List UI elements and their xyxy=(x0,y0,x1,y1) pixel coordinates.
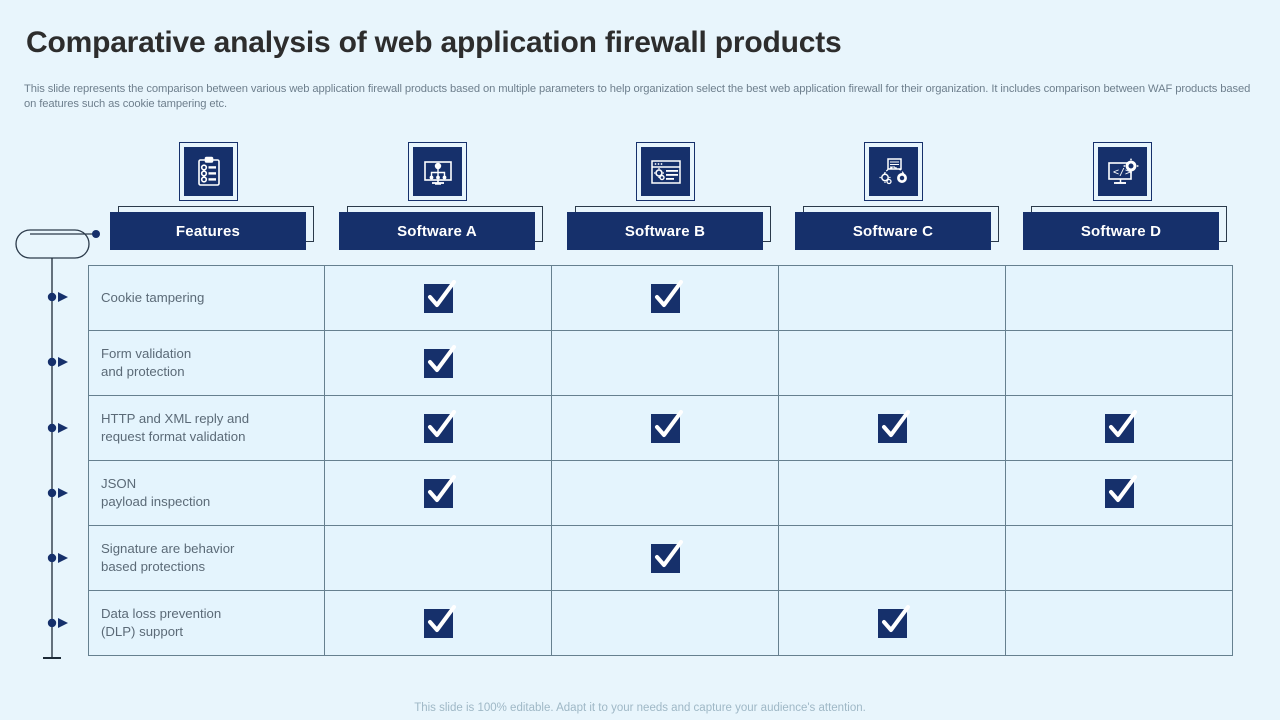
cell-software-b[interactable] xyxy=(551,395,779,461)
feature-label-line2: (DLP) support xyxy=(101,624,184,639)
row-bullet-3 xyxy=(47,423,68,433)
feature-label-line1: JSON xyxy=(101,476,137,491)
row-connector-graphic xyxy=(15,229,100,659)
cell-software-d[interactable] xyxy=(1005,525,1233,591)
checkmark-icon[interactable] xyxy=(1104,474,1137,508)
header-label-software-b[interactable]: Software B xyxy=(567,212,763,250)
monitor-network-diagram-icon xyxy=(413,147,462,196)
feature-cell: JSON payload inspection xyxy=(88,460,325,526)
row-bullet-2 xyxy=(47,357,68,367)
cell-software-b[interactable] xyxy=(551,460,779,526)
cell-software-b[interactable] xyxy=(551,590,779,656)
checkmark-icon[interactable] xyxy=(1104,409,1137,443)
cell-software-a[interactable] xyxy=(324,265,552,331)
slide-footer-note: This slide is 100% editable. Adapt it to… xyxy=(414,702,866,714)
checkmark-icon[interactable] xyxy=(423,344,456,378)
header-label-features[interactable]: Features xyxy=(110,212,306,250)
table-row: JSON payload inspection xyxy=(88,460,1233,526)
feature-label-line2: based protections xyxy=(101,559,206,574)
cell-software-c[interactable] xyxy=(778,590,1006,656)
cell-software-c[interactable] xyxy=(778,330,1006,396)
feature-label-line1: Cookie tampering xyxy=(101,290,205,305)
comparison-table: Cookie tampering Form validation and pro… xyxy=(88,265,1233,656)
cell-software-a[interactable] xyxy=(324,395,552,461)
feature-cell: Cookie tampering xyxy=(88,265,325,331)
feature-label-line1: Signature are behavior xyxy=(101,541,235,556)
checkmark-icon[interactable] xyxy=(423,409,456,443)
icon-tile-row: </> xyxy=(0,142,1280,204)
header-label-software-a[interactable]: Software A xyxy=(339,212,535,250)
feature-label-line1: Form validation xyxy=(101,346,192,361)
cell-software-d[interactable] xyxy=(1005,265,1233,331)
feature-label-line2: and protection xyxy=(101,364,185,379)
header-label-software-d[interactable]: Software D xyxy=(1023,212,1219,250)
checkmark-icon[interactable] xyxy=(650,409,683,443)
cell-software-a[interactable] xyxy=(324,330,552,396)
cell-software-d[interactable] xyxy=(1005,395,1233,461)
comparison-table-body: Cookie tampering Form validation and pro… xyxy=(88,265,1233,656)
page-subtitle: This slide represents the comparison bet… xyxy=(24,83,1251,110)
cell-software-c[interactable] xyxy=(778,525,1006,591)
checkmark-icon[interactable] xyxy=(877,409,910,443)
monitor-code-gear-icon: </> xyxy=(1098,147,1147,196)
clipboard-checklist-icon xyxy=(184,147,233,196)
cell-software-b[interactable] xyxy=(551,330,779,396)
icon-tile-software-c xyxy=(864,142,923,201)
feature-label-line2: request format validation xyxy=(101,429,246,444)
page-title: Comparative analysis of web application … xyxy=(26,26,842,59)
checkmark-icon[interactable] xyxy=(650,539,683,573)
cell-software-a[interactable] xyxy=(324,590,552,656)
cell-software-a[interactable] xyxy=(324,525,552,591)
checkmark-icon[interactable] xyxy=(650,279,683,313)
cell-software-b[interactable] xyxy=(551,525,779,591)
browser-window-gears-icon xyxy=(641,147,690,196)
checkmark-icon[interactable] xyxy=(877,604,910,638)
cell-software-c[interactable] xyxy=(778,395,1006,461)
row-bullet-6 xyxy=(47,618,68,628)
cell-software-d[interactable] xyxy=(1005,330,1233,396)
row-bullet-1 xyxy=(47,292,68,302)
cell-software-d[interactable] xyxy=(1005,460,1233,526)
icon-tile-software-a xyxy=(408,142,467,201)
svg-text:</>: </> xyxy=(1113,167,1131,178)
feature-label-line2: payload inspection xyxy=(101,494,211,509)
header-label-software-c[interactable]: Software C xyxy=(795,212,991,250)
cell-software-a[interactable] xyxy=(324,460,552,526)
table-row: Signature are behavior based protections xyxy=(88,525,1233,591)
table-row: HTTP and XML reply and request format va… xyxy=(88,395,1233,461)
icon-tile-software-b xyxy=(636,142,695,201)
feature-cell: Data loss prevention (DLP) support xyxy=(88,590,325,656)
table-row: Form validation and protection xyxy=(88,330,1233,396)
feature-cell: Signature are behavior based protections xyxy=(88,525,325,591)
row-bullet-5 xyxy=(47,553,68,563)
feature-cell: Form validation and protection xyxy=(88,330,325,396)
feature-label-line1: HTTP and XML reply and xyxy=(101,411,250,426)
gears-document-cycle-icon xyxy=(869,147,918,196)
feature-label-line1: Data loss prevention xyxy=(101,606,222,621)
checkmark-icon[interactable] xyxy=(423,474,456,508)
table-row: Data loss prevention (DLP) support xyxy=(88,590,1233,656)
cell-software-c[interactable] xyxy=(778,460,1006,526)
checkmark-icon[interactable] xyxy=(423,604,456,638)
checkmark-icon[interactable] xyxy=(423,279,456,313)
cell-software-c[interactable] xyxy=(778,265,1006,331)
connector-head-dot xyxy=(92,230,100,238)
feature-cell: HTTP and XML reply and request format va… xyxy=(88,395,325,461)
row-bullet-4 xyxy=(47,488,68,498)
table-row: Cookie tampering xyxy=(88,265,1233,331)
cell-software-b[interactable] xyxy=(551,265,779,331)
cell-software-d[interactable] xyxy=(1005,590,1233,656)
icon-tile-features xyxy=(179,142,238,201)
icon-tile-software-d: </> xyxy=(1093,142,1152,201)
